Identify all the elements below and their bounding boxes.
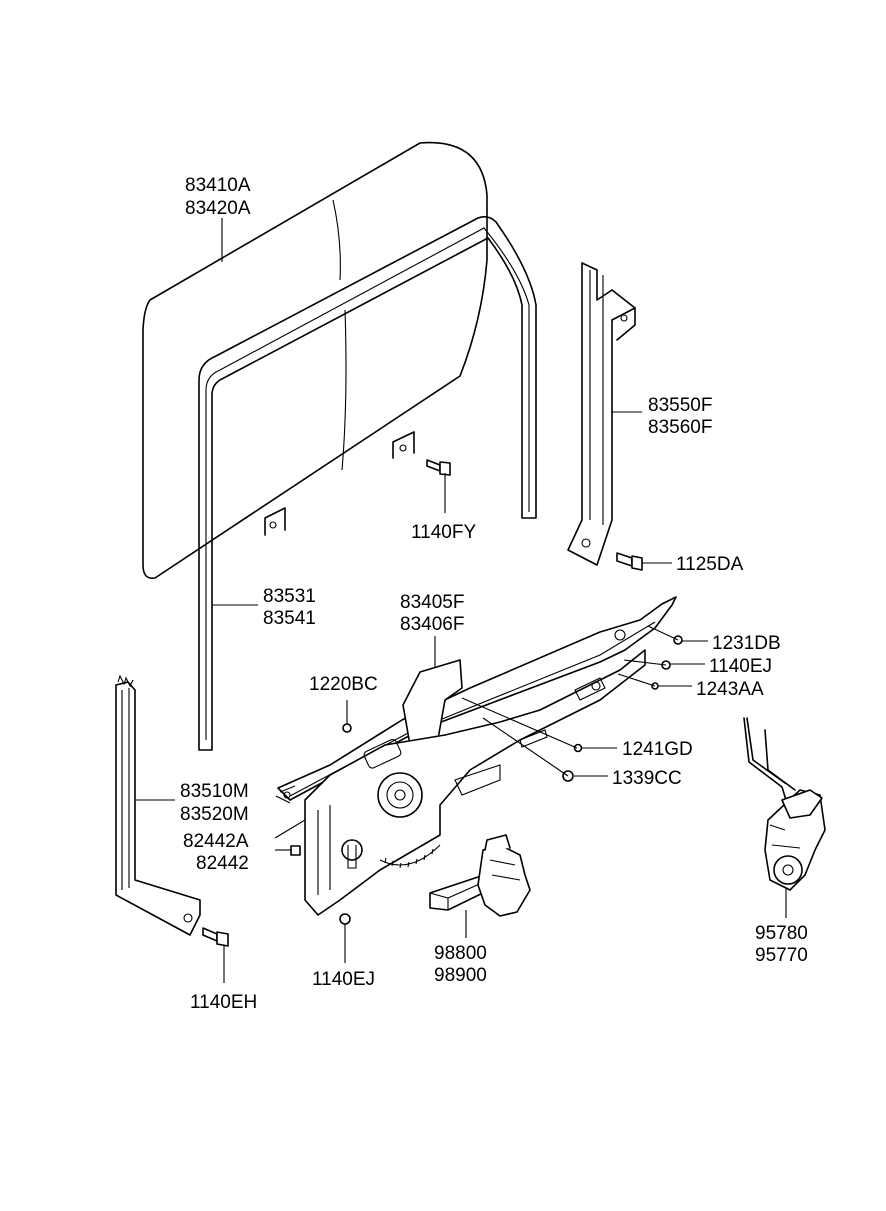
bolt-1140ej-bottom-icon [339,913,351,925]
label-83560f: 83560F [648,417,712,438]
label-1231db: 1231DB [712,633,781,654]
label-1220bc: 1220BC [309,674,378,695]
glass-run-channel [198,215,537,751]
window-motor [429,834,531,917]
label-83550f: 83550F [648,395,712,416]
label-83531: 83531 [263,586,316,607]
front-channel [115,674,201,936]
label-83520m: 83520M [180,804,249,825]
label-95770: 95770 [755,945,808,966]
label-1339cc: 1339CC [612,768,682,789]
label-83420a: 83420A [185,198,251,219]
label-1140eh: 1140EH [190,992,257,1013]
label-1241gd: 1241GD [622,739,693,760]
label-82442: 82442 [196,853,249,874]
window-regulator [275,596,677,916]
label-82442a: 82442A [183,831,249,852]
label-98900: 98900 [434,965,487,986]
clip-82442-icon [290,845,301,856]
bolt-1140eh-icon [202,927,229,947]
label-83410a: 83410A [185,175,251,196]
rear-channel [567,262,636,566]
label-83541: 83541 [263,608,316,629]
bolt-1220bc-icon [342,723,352,733]
bolt-1241gd-icon [573,743,583,753]
leader-lines [136,218,787,983]
part-labels: 83410A 83420A 83550F 83560F 1140FY 1125D… [180,175,808,1013]
label-1140ej-right: 1140EJ [709,656,772,677]
door-latch [743,717,826,891]
door-glass [142,141,488,580]
bolt-1140fy-icon [426,459,451,476]
label-1243aa: 1243AA [696,679,764,700]
label-1140ej-bottom: 1140EJ [312,969,375,990]
label-1125da: 1125DA [676,554,744,575]
label-95780: 95780 [755,923,808,944]
label-83510m: 83510M [180,781,249,802]
label-98800: 98800 [434,943,487,964]
bolt-1125da-icon [616,552,643,571]
label-83405f: 83405F [400,592,464,613]
label-83406f: 83406F [400,614,464,635]
label-1140fy: 1140FY [411,522,476,543]
